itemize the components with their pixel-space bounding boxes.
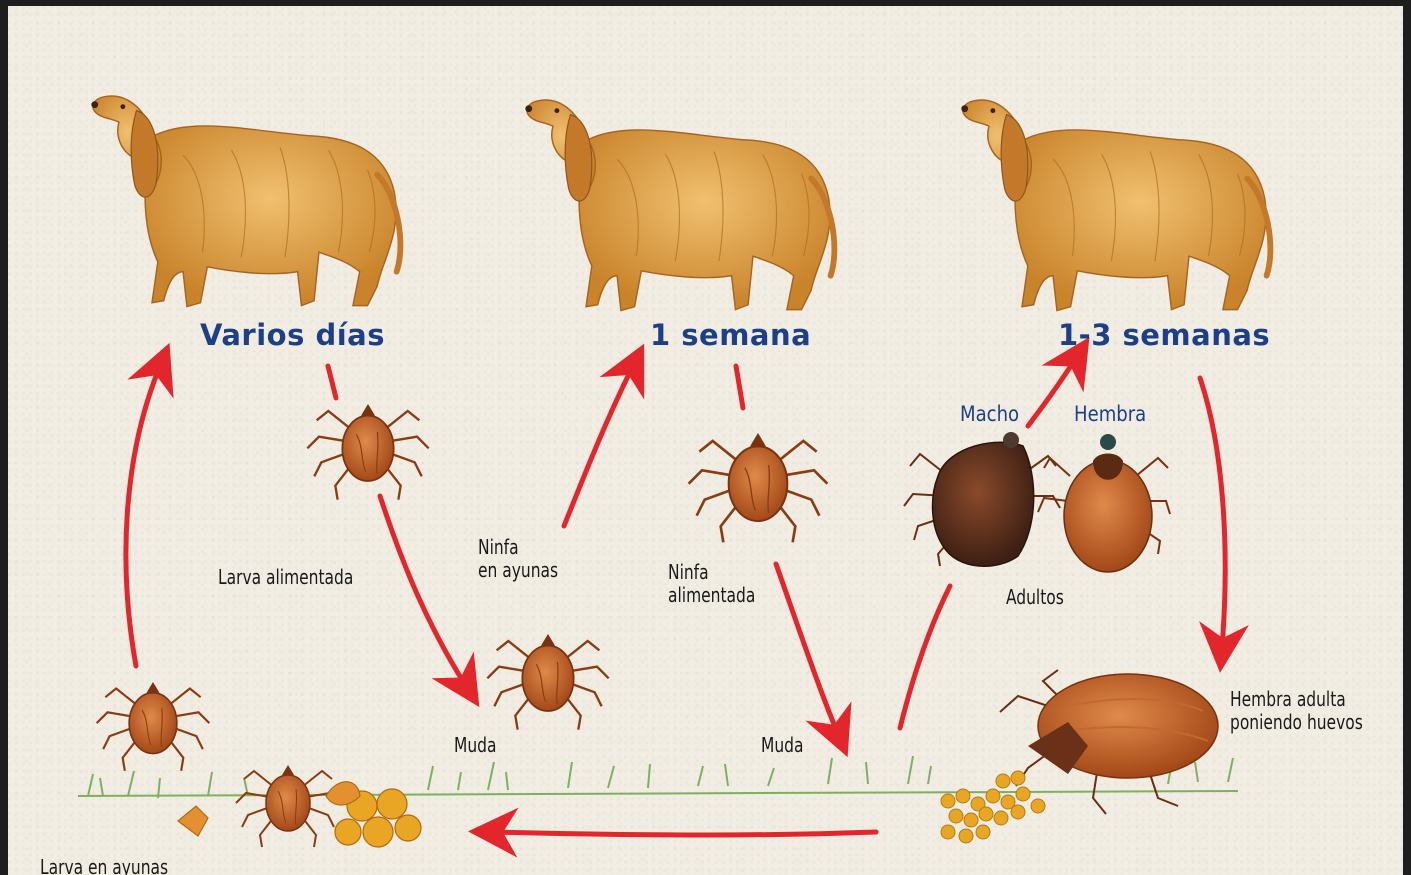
- label-adultos: Adultos: [1006, 586, 1064, 609]
- unfed-larva-tick-2: [236, 765, 340, 847]
- label-larva-en-ayunas: Larva en ayunas: [40, 856, 168, 875]
- label-macho: Macho: [960, 402, 1019, 426]
- label-ninfa-en-ayunas: Ninfa en ayunas: [478, 536, 558, 582]
- arrow-molt-to-adults: [900, 586, 950, 728]
- stage-label-2: 1 semana: [650, 318, 811, 352]
- fed-larva-tick: [307, 404, 428, 500]
- label-hembra-adulta: Hembra adulta poniendo huevos: [1230, 688, 1363, 734]
- arrow-adults-to-host3: [1028, 358, 1076, 426]
- fed-nymph-tick: [689, 433, 828, 542]
- dog-illustration-2: [525, 100, 834, 311]
- unfed-larva-tick-1: [97, 682, 210, 771]
- label-ninfa-alimentada: Ninfa alimentada: [668, 561, 755, 607]
- dog-illustration-3: [961, 100, 1270, 311]
- stage-label-3: 1-3 semanas: [1058, 318, 1270, 352]
- label-muda-2: Muda: [761, 734, 803, 757]
- arrow-host3-to-female: [1200, 378, 1225, 648]
- unfed-nymph-tick: [487, 634, 608, 730]
- arrow-host2-to-nymph: [736, 366, 743, 408]
- arrow-nymph-to-host2: [564, 366, 633, 526]
- egg-cluster-right: [941, 771, 1045, 843]
- life-cycle-scene: [8, 6, 1411, 875]
- male-tick: [904, 432, 1060, 566]
- arrow-host1-to-larva: [328, 366, 336, 398]
- dog-illustration-1: [91, 96, 400, 307]
- arrow-nymph-to-molt: [776, 564, 838, 734]
- arrow-larva-to-molt: [380, 496, 466, 686]
- arrow-larva-to-host1: [126, 366, 160, 666]
- label-muda-1: Muda: [454, 734, 496, 757]
- arrow-eggs-to-larvae: [493, 832, 876, 835]
- stage-label-1: Varios días: [200, 318, 385, 352]
- label-larva-alimentada: Larva alimentada: [218, 566, 353, 589]
- label-hembra: Hembra: [1074, 402, 1146, 426]
